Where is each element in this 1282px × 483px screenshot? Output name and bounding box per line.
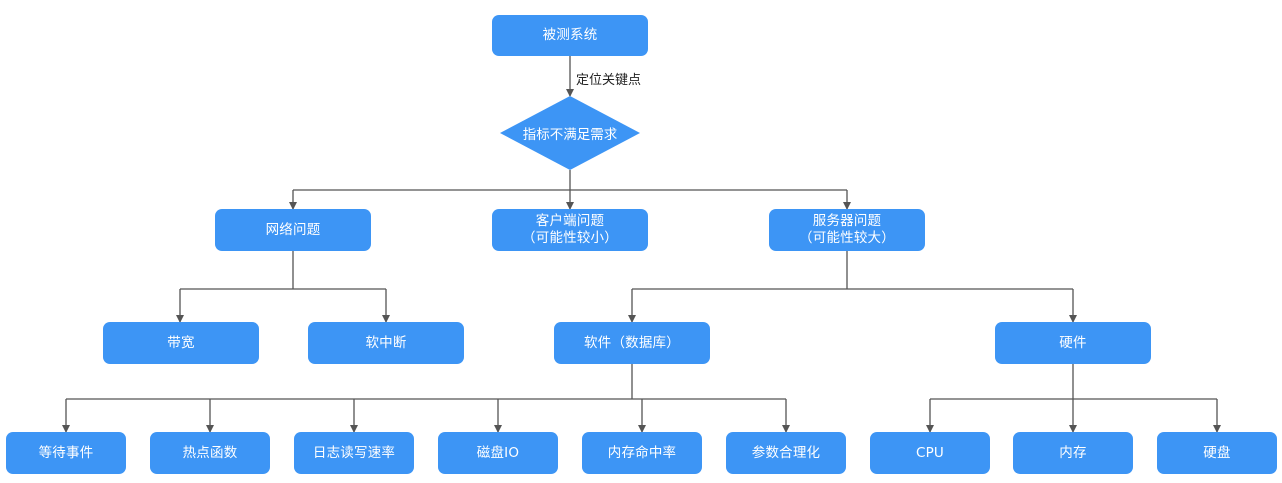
node-hardware: 硬件 xyxy=(995,322,1151,364)
node-soft-interrupt: 软中断 xyxy=(308,322,464,364)
node-disk-io: 磁盘IO xyxy=(438,432,558,474)
decision-diamond-shape xyxy=(500,96,640,170)
node-memory-hit-rate: 内存命中率 xyxy=(582,432,702,474)
node-system-under-test: 被测系统 xyxy=(492,15,648,56)
node-parameter-tuning: 参数合理化 xyxy=(726,432,846,474)
decision-node: 指标不满足需求 xyxy=(500,96,640,170)
node-bandwidth: 带宽 xyxy=(103,322,259,364)
node-cpu: CPU xyxy=(870,432,990,474)
connector-network-bus xyxy=(180,251,386,290)
decision-label: 指标不满足需求 xyxy=(522,127,618,143)
connector-decision-bus xyxy=(293,170,847,191)
node-memory: 内存 xyxy=(1013,432,1133,474)
node-hot-functions: 热点函数 xyxy=(150,432,270,474)
edge-label-locate-key-points: 定位关键点 xyxy=(576,73,642,88)
node-server-issue: 服务器问题 （可能性较大） xyxy=(769,209,925,251)
node-network-issue: 网络问题 xyxy=(215,209,371,251)
connector-hardware-bus xyxy=(930,364,1217,400)
node-hard-disk: 硬盘 xyxy=(1157,432,1277,474)
node-wait-events: 等待事件 xyxy=(6,432,126,474)
node-software-database: 软件（数据库） xyxy=(554,322,710,364)
node-log-rw-rate: 日志读写速率 xyxy=(294,432,414,474)
node-client-issue: 客户端问题 （可能性较小） xyxy=(492,209,648,251)
connector-software-bus xyxy=(66,364,786,400)
connector-server-bus xyxy=(632,251,1073,290)
